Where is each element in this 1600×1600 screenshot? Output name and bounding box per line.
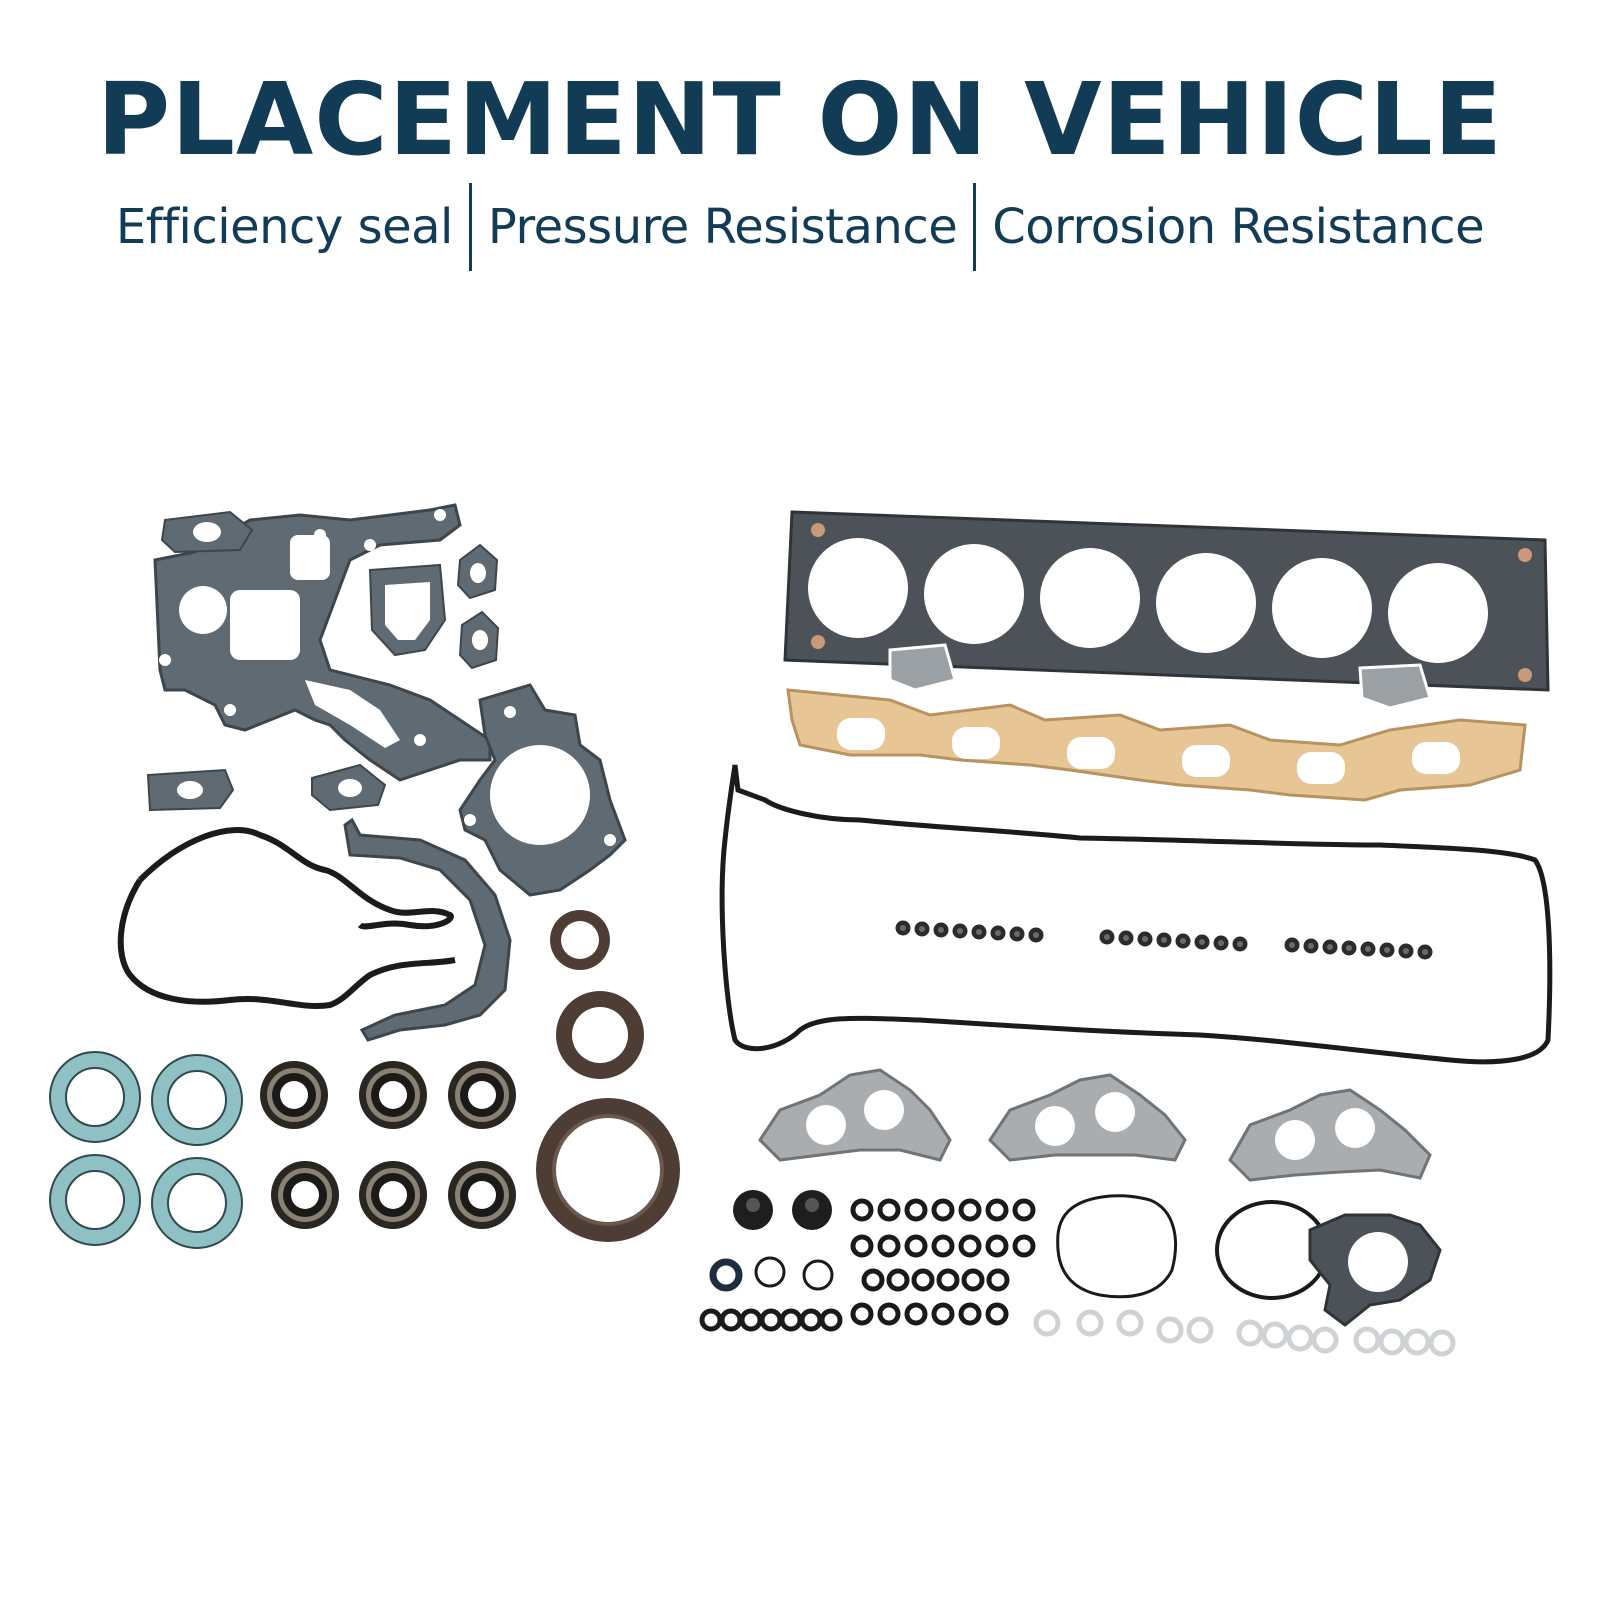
feature-divider: [973, 183, 977, 271]
crush-washers: [1036, 1312, 1453, 1354]
page-title: PLACEMENT ON VEHICLE: [96, 61, 1504, 178]
timing-cover-rubber-seal: [117, 827, 456, 1009]
valve-cover-gasket: [719, 764, 1553, 1065]
oil-pump-gasket: [1308, 1213, 1442, 1327]
crank-seals: [536, 910, 680, 1242]
feature-divider: [468, 183, 472, 271]
teal-washers: [58, 1060, 234, 1240]
oil-seals: [260, 1061, 516, 1229]
feature-list: Efficiency seal Pressure Resistance Corr…: [0, 182, 1600, 272]
small-o-rings: [702, 1201, 1033, 1329]
feature-efficiency-seal: Efficiency seal: [115, 199, 453, 255]
feature-corrosion-resistance: Corrosion Resistance: [992, 199, 1485, 255]
small-flange-gaskets: [146, 510, 500, 812]
feature-pressure-resistance: Pressure Resistance: [487, 199, 958, 255]
cylinder-head-gasket: [783, 510, 1550, 710]
large-o-rings: [1056, 1194, 1329, 1300]
exhaust-manifold-gaskets: [758, 1068, 1432, 1182]
intake-manifold-gasket: [786, 688, 1527, 802]
grommets: [733, 1190, 832, 1230]
timing-cover-gasket: [153, 503, 492, 782]
rear-oil-seal-retainer-gasket: [343, 817, 512, 1042]
valve-stem-seals: [895, 920, 1433, 960]
water-pump-gasket: [458, 683, 627, 897]
